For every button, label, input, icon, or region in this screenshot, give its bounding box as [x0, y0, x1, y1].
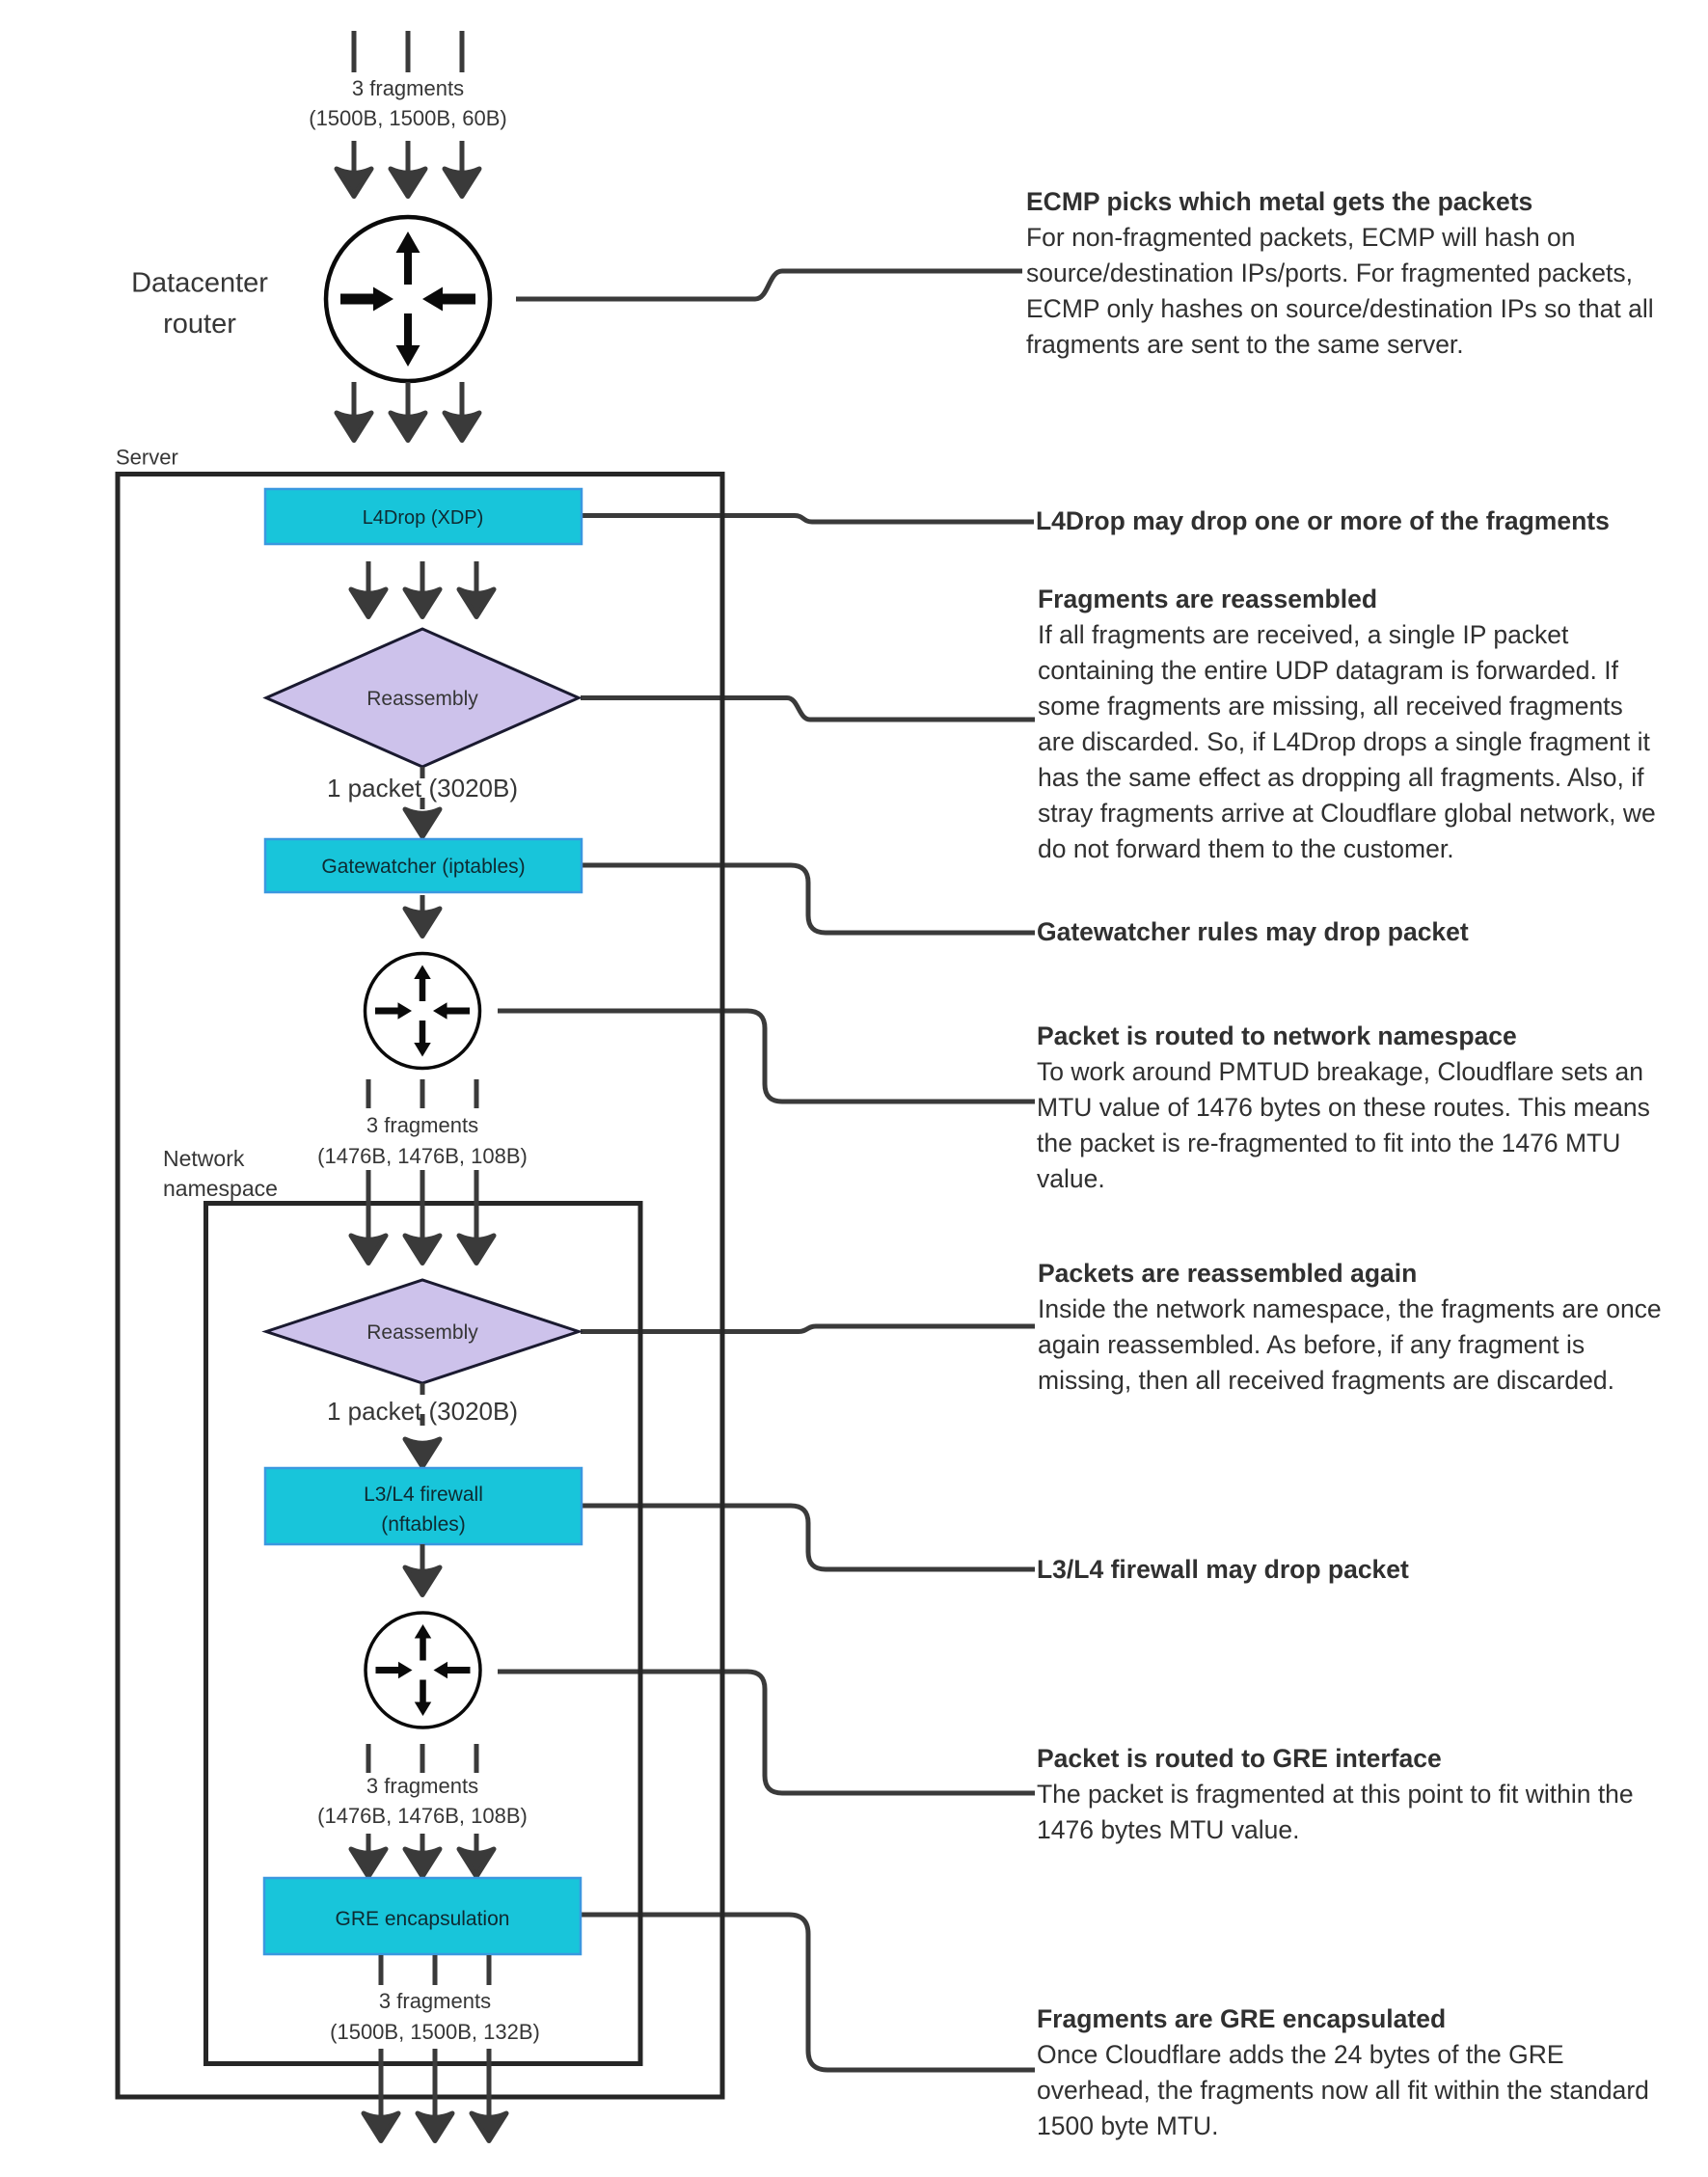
svg-text:do not forward them to the cus: do not forward them to the customer.: [1038, 834, 1454, 863]
svg-text:L3/L4 firewall may drop packet: L3/L4 firewall may drop packet: [1037, 1555, 1409, 1584]
svg-text:3 fragments: 3 fragments: [379, 1989, 491, 2013]
svg-text:Datacenter: Datacenter: [131, 268, 268, 299]
svg-text:(1500B, 1500B, 132B): (1500B, 1500B, 132B): [330, 2020, 540, 2044]
svg-text:(1476B, 1476B, 108B): (1476B, 1476B, 108B): [317, 1804, 528, 1828]
svg-text:Inside the network namespace,: Inside the network namespace, the fragme…: [1038, 1294, 1662, 1323]
svg-text:For non-fragmented packets, EC: For non-fragmented packets, ECMP will ha…: [1026, 223, 1576, 252]
svg-text:1500 byte MTU.: 1500 byte MTU.: [1037, 2111, 1219, 2140]
svg-text:1 packet (3020B): 1 packet (3020B): [327, 1397, 518, 1426]
svg-text:L3/L4 firewall: L3/L4 firewall: [364, 1483, 483, 1506]
svg-text:Gatewatcher rules may drop pac: Gatewatcher rules may drop packet: [1037, 917, 1469, 946]
svg-text:Packet is routed to GRE interf: Packet is routed to GRE interface: [1037, 1744, 1442, 1773]
svg-text:(1500B, 1500B, 60B): (1500B, 1500B, 60B): [309, 106, 506, 130]
svg-text:3 fragments: 3 fragments: [352, 76, 464, 100]
svg-text:(nftables): (nftables): [381, 1513, 466, 1536]
svg-text:The packet is fragmented at th: The packet is fragmented at this point t…: [1037, 1780, 1634, 1809]
svg-text:1476 bytes MTU value.: 1476 bytes MTU value.: [1037, 1815, 1300, 1844]
svg-text:containing the entire UDP data: containing the entire UDP datagram is fo…: [1038, 656, 1619, 685]
svg-text:missing, then all received fra: missing, then all received fragments are…: [1038, 1366, 1614, 1395]
svg-text:stray fragments arrive at Clou: stray fragments arrive at Cloudflare glo…: [1038, 799, 1656, 828]
svg-text:ECMP only hashes on source/des: ECMP only hashes on source/destination I…: [1026, 294, 1654, 323]
svg-text:L4Drop (XDP): L4Drop (XDP): [363, 507, 484, 529]
svg-text:GRE encapsulation: GRE encapsulation: [336, 1908, 510, 1930]
svg-text:some fragments are missing, al: some fragments are missing, all received…: [1038, 692, 1623, 721]
svg-text:overhead, the fragments now al: overhead, the fragments now all fit with…: [1037, 2076, 1649, 2105]
svg-text:Once Cloudflare adds the 24 by: Once Cloudflare adds the 24 bytes of the…: [1037, 2040, 1564, 2069]
svg-text:Fragments are GRE encapsulated: Fragments are GRE encapsulated: [1037, 2004, 1446, 2033]
svg-text:Reassembly: Reassembly: [366, 688, 478, 710]
svg-text:are discarded. So, if L4Drop d: are discarded. So, if L4Drop drops a sin…: [1038, 727, 1650, 756]
svg-text:Server: Server: [116, 446, 178, 470]
svg-text:source/destination IPs/ports.: source/destination IPs/ports. For fragme…: [1026, 259, 1633, 287]
svg-text:Gatewatcher (iptables): Gatewatcher (iptables): [321, 856, 525, 878]
svg-text:again reassembled. As before,: again reassembled. As before, if any fra…: [1038, 1330, 1585, 1359]
svg-text:Network: Network: [163, 1146, 245, 1171]
svg-text:router: router: [163, 309, 236, 340]
svg-text:To work around PMTUD breakage,: To work around PMTUD breakage, Cloudflar…: [1037, 1057, 1643, 1086]
svg-text:3 fragments: 3 fragments: [366, 1774, 478, 1798]
svg-text:Reassembly: Reassembly: [366, 1321, 478, 1344]
svg-text:fragments are sent to the same: fragments are sent to the same server.: [1026, 330, 1464, 359]
svg-text:MTU value of 1476 bytes on the: MTU value of 1476 bytes on these routes.…: [1037, 1093, 1650, 1122]
svg-text:value.: value.: [1037, 1164, 1105, 1193]
svg-text:L4Drop may drop one or more of: L4Drop may drop one or more of the fragm…: [1036, 506, 1610, 535]
svg-text:(1476B, 1476B, 108B): (1476B, 1476B, 108B): [317, 1144, 528, 1168]
svg-text:Packet is routed to network na: Packet is routed to network namespace: [1037, 1021, 1517, 1050]
svg-text:1 packet (3020B): 1 packet (3020B): [327, 774, 518, 803]
svg-text:ECMP picks which metal gets th: ECMP picks which metal gets the packets: [1026, 187, 1532, 216]
svg-text:Fragments are reassembled: Fragments are reassembled: [1038, 585, 1377, 613]
svg-text:the packet is re-fragmented to: the packet is re-fragmented to fit into …: [1037, 1129, 1620, 1157]
svg-text:has the same effect as droppin: has the same effect as dropping all frag…: [1038, 763, 1644, 792]
svg-text:If all fragments are received,: If all fragments are received, a single …: [1038, 620, 1569, 649]
svg-text:namespace: namespace: [163, 1176, 278, 1201]
svg-text:Packets are reassembled again: Packets are reassembled again: [1038, 1259, 1417, 1288]
svg-text:3 fragments: 3 fragments: [366, 1113, 478, 1137]
